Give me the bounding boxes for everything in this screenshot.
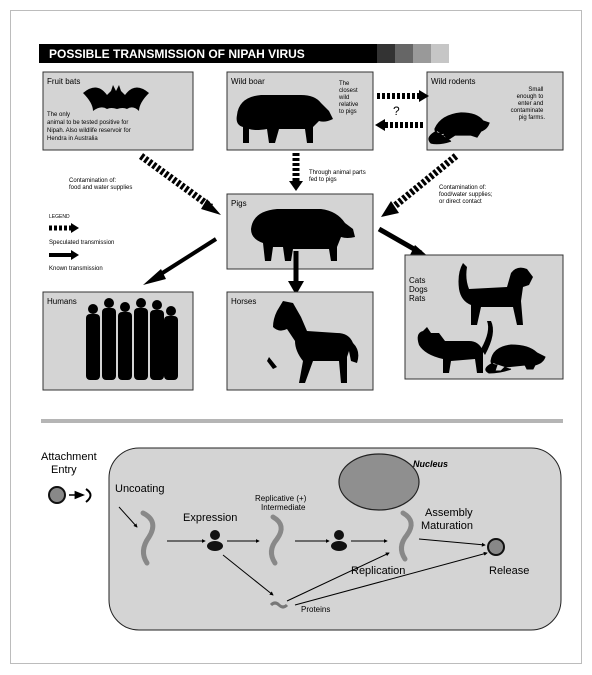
ribosome-icon <box>207 530 223 551</box>
new-rna-strand-icon <box>399 510 414 562</box>
question-mark: ? <box>393 104 400 118</box>
pigs-label: Pigs <box>231 199 247 208</box>
cell-body <box>108 447 562 631</box>
wild-rodents-note: Small enough to enter and contaminate pi… <box>511 87 546 121</box>
title-bar: POSSIBLE TRANSMISSION OF NIPAH VIRUS <box>39 44 449 63</box>
bat-icon <box>83 85 149 111</box>
contact-note: Contamination of: food/water supplies; o… <box>439 185 494 205</box>
rodents-to-pigs-arrow <box>381 153 459 217</box>
replicative-strand-icon <box>269 514 284 566</box>
wild-rodents-label: Wild rodents <box>431 77 475 86</box>
release-label: Release <box>489 565 529 577</box>
boar-icon <box>236 95 333 143</box>
section-divider <box>41 419 563 423</box>
nipah-diagram: POSSIBLE TRANSMISSION OF NIPAH VIRUS Fru… <box>39 44 564 631</box>
virus-particle-icon <box>48 486 66 504</box>
fruit-bats-label: Fruit bats <box>47 77 80 86</box>
wild-boar-box: Wild boar The closest wild relative to p… <box>226 71 374 151</box>
legend-known: Known transmission <box>49 266 103 272</box>
replicative-intermediate-label: Replicative (+) Intermediate <box>255 494 309 512</box>
figure-frame: POSSIBLE TRANSMISSION OF NIPAH VIRUS Fru… <box>10 10 582 664</box>
pigs-box: Pigs <box>226 193 374 270</box>
wild-rodents-box: Wild rodents Small enough to enter and c… <box>426 71 564 151</box>
expression-to-proteins-arrow <box>222 554 274 596</box>
uncoating-label: Uncoating <box>115 483 165 495</box>
food-water-note: Contamination of: food and water supplie… <box>69 178 132 191</box>
boar-to-pigs-arrow <box>289 153 303 191</box>
cats-dogs-rats-label: Cats Dogs Rats <box>409 276 430 303</box>
attachment-entry-label: Attachment Entry <box>41 451 100 476</box>
uncoating-arrow <box>118 506 138 528</box>
horses-label: Horses <box>231 297 256 306</box>
horse-icon <box>267 301 359 383</box>
humans-box: Humans <box>42 291 194 391</box>
wild-boar-label: Wild boar <box>231 77 265 86</box>
released-virus-icon <box>487 538 505 556</box>
nucleus <box>338 453 420 511</box>
rat-icon <box>485 344 546 374</box>
wild-boar-note: The closest wild relative to pigs <box>338 81 360 115</box>
fruit-bats-note: The only animal to be tested positive fo… <box>47 112 132 142</box>
fruit-bats-box: Fruit bats The only animal to be tested … <box>42 71 194 151</box>
proteins-to-replication-arrow <box>286 552 390 602</box>
dog-icon <box>458 263 533 325</box>
cat-icon <box>417 321 493 373</box>
pig-icon <box>251 209 355 261</box>
legend: LEGEND Speculated transmission Known tra… <box>49 214 114 272</box>
legend-speculated: Speculated transmission <box>49 240 114 246</box>
cats-dogs-rats-box: Cats Dogs Rats <box>404 254 564 380</box>
proteins-to-release-arrow <box>294 551 488 606</box>
receptor-icon <box>85 488 92 503</box>
humans-icon <box>86 298 178 380</box>
bats-to-pigs-arrow <box>138 153 221 215</box>
horses-box: Horses <box>226 291 374 391</box>
ribosome-2-icon <box>331 530 347 551</box>
expression-label: Expression <box>183 512 237 524</box>
boar-rodent-arrows: ? <box>375 90 429 131</box>
assembly-maturation-label: Assembly Maturation <box>421 507 476 532</box>
animal-parts-note: Through animal parts fed to pigs <box>309 170 367 183</box>
rna-strand-icon <box>140 510 156 566</box>
assembly-arrow <box>418 538 486 547</box>
protein-icon <box>269 601 289 609</box>
nucleus-label: Nucleus <box>413 459 448 469</box>
known-transmission-arrows <box>143 226 431 295</box>
replication-label: Replication <box>351 565 405 577</box>
rodent-icon <box>428 112 490 145</box>
page-title: POSSIBLE TRANSMISSION OF NIPAH VIRUS <box>49 47 305 61</box>
proteins-label: Proteins <box>301 605 330 614</box>
legend-title: LEGEND <box>49 214 70 220</box>
humans-label: Humans <box>47 297 77 306</box>
